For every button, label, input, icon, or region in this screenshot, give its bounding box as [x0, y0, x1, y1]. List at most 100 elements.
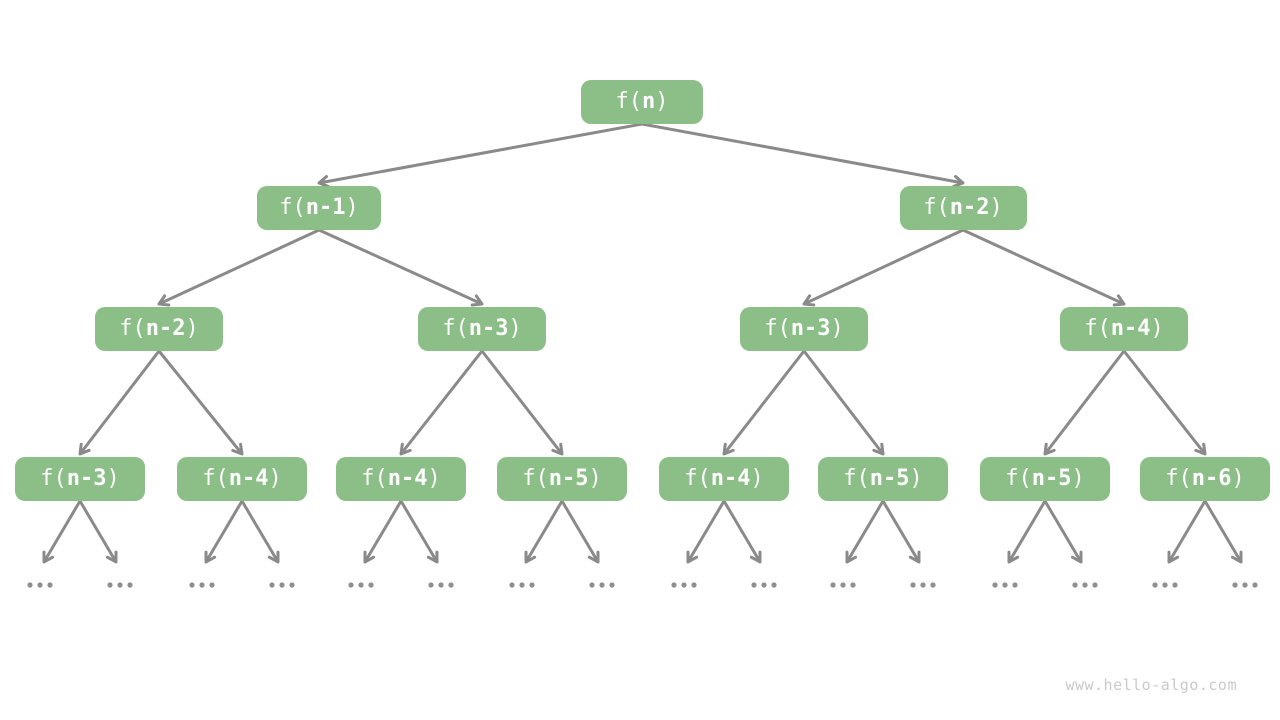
- node-label-part: ): [1231, 466, 1245, 491]
- ellipsis: [428, 582, 454, 588]
- edge-arrow: [641, 122, 965, 188]
- ellipsis-dot: [289, 582, 295, 588]
- edge-arrow: [962, 228, 1126, 307]
- node-label-part: f(: [764, 316, 791, 341]
- node-label-part: f(: [684, 466, 711, 491]
- edge-arrow: [686, 500, 726, 564]
- ellipsis-dot: [269, 582, 275, 588]
- ellipsis-dot: [1002, 582, 1008, 588]
- edge-arrow: [399, 350, 484, 456]
- node-label-part: ): [268, 466, 282, 491]
- tree-node-a1: f(n-1): [257, 186, 381, 230]
- tree-node-c6: f(n-5): [818, 457, 948, 501]
- edge-arrow: [204, 500, 244, 564]
- ellipsis-dot: [930, 582, 936, 588]
- ellipsis-dot: [348, 582, 354, 588]
- node-label-part: ): [185, 316, 199, 341]
- node-label-part: n: [642, 89, 656, 114]
- node-label-part: f(: [119, 316, 146, 341]
- ellipsis-dots: [27, 582, 1258, 588]
- ellipsis-dot: [671, 582, 677, 588]
- tree-node-b1: f(n-2): [95, 307, 223, 351]
- ellipsis-dot: [519, 582, 525, 588]
- ellipsis: [27, 582, 53, 588]
- ellipsis-dot: [1242, 582, 1248, 588]
- ellipsis: [107, 582, 133, 588]
- node-label-part: f(: [361, 466, 388, 491]
- node-label-part: n-1: [305, 195, 346, 220]
- edge-arrow: [240, 500, 280, 564]
- edge-arrow: [560, 500, 600, 564]
- node-label-part: ): [750, 466, 764, 491]
- watermark: www.hello-algo.com: [1065, 676, 1237, 694]
- ellipsis-dot: [1092, 582, 1098, 588]
- node-label-part: ): [588, 466, 602, 491]
- ellipsis: [1152, 582, 1178, 588]
- node-label-part: ): [830, 316, 844, 341]
- ellipsis: [992, 582, 1018, 588]
- node-label-part: n-2: [949, 195, 990, 220]
- ellipsis: [269, 582, 295, 588]
- edge-arrow: [1167, 500, 1207, 564]
- edge-arrow: [317, 122, 643, 188]
- ellipsis-dot: [1072, 582, 1078, 588]
- ellipsis-dot: [681, 582, 687, 588]
- ellipsis-dot: [438, 582, 444, 588]
- tree-node-b3: f(n-3): [740, 307, 868, 351]
- ellipsis: [189, 582, 215, 588]
- ellipsis-dot: [609, 582, 615, 588]
- node-label-part: n-3: [468, 316, 509, 341]
- node-label-part: ): [508, 316, 522, 341]
- edge-arrow: [881, 500, 921, 564]
- node-label-part: n-4: [387, 466, 428, 491]
- ellipsis-dot: [428, 582, 434, 588]
- ellipsis-dot: [47, 582, 53, 588]
- ellipsis-dot: [199, 582, 205, 588]
- node-label-part: ): [655, 89, 669, 114]
- node-label-part: f(: [202, 466, 229, 491]
- node-label-part: n-4: [710, 466, 751, 491]
- node-label-part: ): [1071, 466, 1085, 491]
- edge-arrow: [722, 350, 806, 456]
- node-label-part: ): [345, 195, 359, 220]
- ellipsis-dot: [589, 582, 595, 588]
- ellipsis-dot: [771, 582, 777, 588]
- ellipsis-dot: [1232, 582, 1238, 588]
- ellipsis-dot: [368, 582, 374, 588]
- edge-arrow: [157, 350, 244, 456]
- edge-arrow: [845, 500, 885, 564]
- ellipsis-dot: [509, 582, 515, 588]
- edge-arrow: [1043, 350, 1126, 456]
- node-label-part: ): [989, 195, 1003, 220]
- ellipsis-dot: [992, 582, 998, 588]
- edge-arrow: [524, 500, 564, 564]
- edge-arrow: [318, 228, 484, 307]
- node-label-part: f(: [615, 89, 643, 114]
- node-label-part: ): [427, 466, 441, 491]
- node-label-part: n-5: [548, 466, 589, 491]
- ellipsis-dot: [910, 582, 916, 588]
- tree-node-a2: f(n-2): [899, 186, 1027, 230]
- tree-node-c8: f(n-6): [1140, 457, 1270, 501]
- node-label-part: n-4: [1110, 316, 1151, 341]
- ellipsis-dot: [691, 582, 697, 588]
- edge-arrow: [1007, 500, 1047, 564]
- tree-node-b4: f(n-4): [1060, 307, 1188, 351]
- node-label-part: f(: [442, 316, 469, 341]
- node-label-part: f(: [279, 195, 306, 220]
- edge-arrow: [363, 500, 403, 564]
- node-label-part: n-5: [1031, 466, 1072, 491]
- node-label-part: f(: [843, 466, 870, 491]
- ellipsis-dot: [1162, 582, 1168, 588]
- node-label-part: f(: [1165, 466, 1192, 491]
- tree-node-b2: f(n-3): [418, 307, 546, 351]
- ellipsis-dot: [1252, 582, 1258, 588]
- ellipsis: [509, 582, 535, 588]
- ellipsis-dot: [1152, 582, 1158, 588]
- ellipsis-dot: [850, 582, 856, 588]
- edge-arrows: [42, 122, 1243, 564]
- node-label-part: n-5: [869, 466, 910, 491]
- ellipsis-dot: [358, 582, 364, 588]
- edge-arrow: [157, 228, 320, 307]
